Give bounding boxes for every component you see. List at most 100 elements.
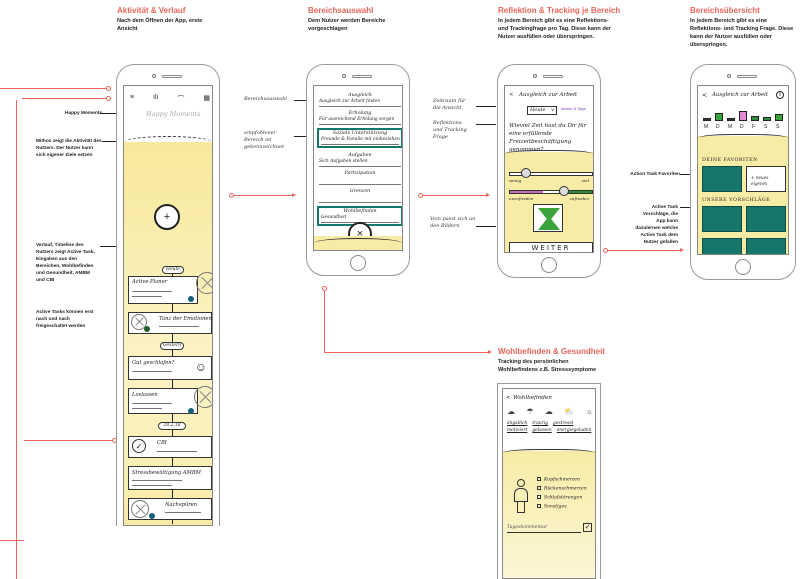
divider (319, 202, 401, 203)
suggested-task-card[interactable] (746, 206, 786, 232)
screen-title: Wohlbefinden (513, 395, 552, 401)
add-button[interactable]: + (154, 204, 180, 230)
day-column[interactable]: D (714, 108, 724, 130)
area-item[interactable]: Partizipation (317, 170, 402, 186)
mood-option[interactable]: gelassen (532, 428, 552, 433)
mood-option[interactable]: energiegeladen (556, 428, 592, 433)
symptom-option[interactable]: Schlafstörungen (537, 495, 595, 504)
area-item-title: Aufgaben (348, 153, 372, 158)
day-comment-input[interactable]: Tageskommentar (507, 525, 581, 533)
add-favorite-card[interactable]: + neues eigenes (746, 166, 786, 192)
line (132, 371, 172, 372)
wave-line (124, 136, 212, 148)
timeline-tag-today: Heute (162, 266, 184, 274)
section-desc-wellbeing: Tracking des persönlichen Wohlbefindens … (498, 359, 597, 373)
mood-list: ängstlich traurig gestresst motiviert gelass… (507, 421, 595, 433)
timeline-item[interactable]: ✓ CBI (128, 436, 212, 458)
sun-icon[interactable]: ☼ (585, 407, 593, 416)
favorite-task-card[interactable] (702, 166, 742, 192)
mood-option[interactable]: gestresst (553, 421, 574, 426)
day-label: S (776, 124, 780, 130)
timeline-item[interactable]: Gut geschlafen? ☺ (128, 356, 212, 380)
mood-option[interactable]: traurig (532, 421, 548, 426)
symptom-checkbox[interactable] (537, 495, 541, 499)
slider-satisfaction-handle[interactable] (558, 186, 569, 196)
cloud-icon[interactable]: ☁ (544, 407, 553, 416)
confirm-checkbox[interactable]: ✓ (583, 523, 592, 532)
annotation-happy-moments: Happy Moments (65, 111, 103, 116)
partly-sunny-icon[interactable]: ⛅ (564, 407, 575, 416)
timeframe-hint: letzten 5 Tage (561, 106, 586, 111)
mood-option[interactable]: ängstlich (507, 421, 528, 426)
area-item[interactable]: Grenzen (317, 188, 402, 204)
symptom-option[interactable]: Kopfschmerzen (537, 477, 595, 486)
day-column[interactable]: D (738, 108, 748, 130)
slider-satisfaction-min: unzufrieden (509, 196, 534, 201)
back-button[interactable]: < (506, 395, 511, 401)
next-button[interactable]: WEITER (509, 242, 593, 252)
timeline-item[interactable]: Stressbewältigung AMBM (128, 466, 212, 490)
slider-time[interactable] (509, 172, 593, 176)
annotation-line (100, 246, 116, 247)
back-button[interactable]: < (702, 92, 708, 99)
section-desc-activity: Nach dem Öffnen der App, erste Ansicht (117, 18, 203, 32)
day-column[interactable]: F (750, 108, 760, 130)
info-button[interactable]: i (776, 91, 784, 99)
timeline-item[interactable]: Tanz der Emotionen (128, 312, 212, 334)
timeline-item-label: Tanz der Emotionen (159, 316, 212, 322)
timeline-item-label: Loslassen (132, 392, 158, 398)
home-button[interactable] (350, 255, 366, 271)
menu-icon[interactable]: ≡ (130, 94, 135, 101)
area-item-title: Grenzen (349, 189, 371, 194)
timeline-item[interactable]: Loslassen (128, 388, 198, 414)
suggested-task-card[interactable] (746, 238, 786, 254)
timeline-item[interactable]: Active Planer (128, 276, 198, 304)
speaker (352, 75, 372, 78)
timeline-item-label: Active Planer (132, 279, 168, 285)
suggested-task-card[interactable] (702, 238, 742, 254)
line (159, 326, 199, 327)
day-column[interactable]: M (726, 108, 736, 130)
wave-icon[interactable]: ⌒ (177, 96, 185, 103)
screen-reflection: < Ausgleich zur Arbeit Heute v letzten 5… (504, 85, 594, 253)
symptom-option[interactable]: Sonstiges (537, 504, 595, 513)
storm-icon[interactable]: ☁ (507, 407, 515, 416)
day-column[interactable]: M (702, 108, 712, 130)
symptom-checkbox[interactable] (537, 477, 541, 481)
line (157, 451, 197, 452)
timeline-item-label: CBI (157, 440, 167, 446)
status-dot (188, 296, 194, 302)
back-button[interactable]: < (509, 92, 514, 98)
timeline-item[interactable]: Nachspüren (128, 498, 212, 520)
connector-dot (106, 86, 111, 91)
slider-time-max: viel (581, 178, 589, 183)
mood-option[interactable]: motiviert (507, 428, 528, 433)
day-activity-marker (703, 118, 711, 121)
calendar-icon[interactable]: ▦ (203, 95, 210, 102)
line (132, 480, 182, 481)
home-button[interactable] (541, 257, 557, 273)
timeframe-dropdown[interactable]: Heute v (527, 106, 557, 115)
day-column[interactable]: S (762, 108, 772, 130)
chart-icon[interactable]: ılı (153, 94, 159, 101)
symptom-checkbox[interactable] (537, 504, 541, 508)
rain-icon[interactable]: ☂ (526, 407, 534, 416)
symptom-option[interactable]: Rückenschmerzen (537, 486, 595, 495)
home-button[interactable] (735, 259, 751, 275)
slider-time-handle[interactable] (520, 168, 531, 178)
line (132, 485, 172, 486)
suggested-task-card[interactable] (702, 206, 742, 232)
slider-satisfaction[interactable] (509, 190, 593, 194)
slider-satisfaction-max: zufrieden (569, 196, 589, 201)
annotation-question: Reflektions- und Tracking Frage (433, 120, 467, 140)
symptom-checkbox[interactable] (537, 486, 541, 490)
day-column[interactable]: S (774, 108, 784, 130)
annotation-images: Vom passt sich an den Bildern (430, 216, 476, 229)
day-activity-marker (727, 118, 735, 121)
